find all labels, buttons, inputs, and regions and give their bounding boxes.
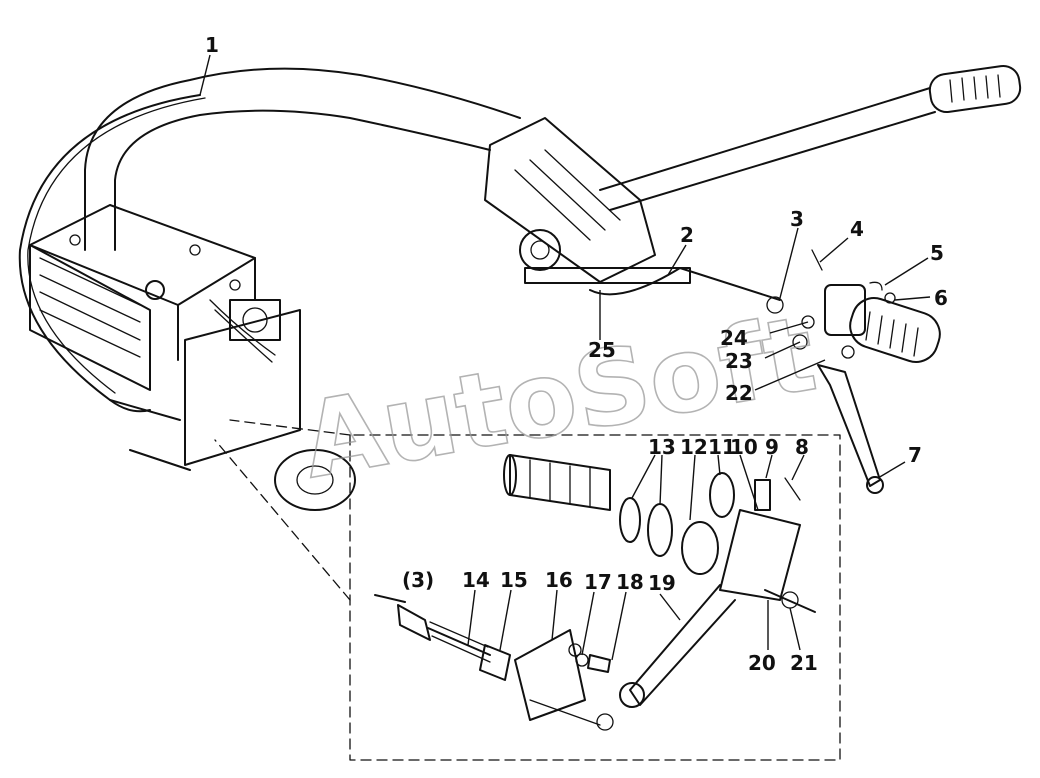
callout-labels: 1 2 3 4 5 6 7 8 9 10 11 12 13 (3) 14 15 …	[205, 33, 948, 675]
label-6: 6	[934, 286, 948, 310]
label-8: 8	[795, 435, 809, 459]
label-9: 9	[765, 435, 779, 459]
label-1: 1	[205, 33, 219, 57]
label-3-parenthetical: (3)	[402, 568, 434, 592]
pedal-mechanism	[109, 299, 356, 511]
label-16: 16	[545, 568, 573, 592]
label-23: 23	[725, 349, 753, 373]
label-4: 4	[850, 217, 864, 241]
clutch-lever-assembly	[766, 249, 941, 494]
label-14: 14	[462, 568, 490, 592]
label-24: 24	[720, 326, 748, 350]
label-10: 10	[730, 435, 758, 459]
label-17: 17	[584, 570, 612, 594]
label-13: 13	[648, 435, 676, 459]
control-cables	[18, 94, 781, 413]
label-3: 3	[790, 207, 804, 231]
label-11: 11	[708, 435, 736, 459]
label-20: 20	[748, 651, 776, 675]
label-7: 7	[908, 443, 922, 467]
label-21: 21	[790, 651, 818, 675]
label-12: 12	[680, 435, 708, 459]
leader-lines	[199, 54, 931, 661]
label-15: 15	[500, 568, 528, 592]
label-18: 18	[616, 570, 644, 594]
throttle-housing	[484, 117, 691, 284]
label-19: 19	[648, 571, 676, 595]
label-2: 2	[680, 223, 694, 247]
label-25: 25	[588, 338, 616, 362]
label-22: 22	[725, 381, 753, 405]
gearbox-housing	[29, 204, 256, 391]
detail-callout-frame	[214, 419, 841, 761]
label-5: 5	[930, 241, 944, 265]
handlebar-frame	[84, 64, 1022, 251]
